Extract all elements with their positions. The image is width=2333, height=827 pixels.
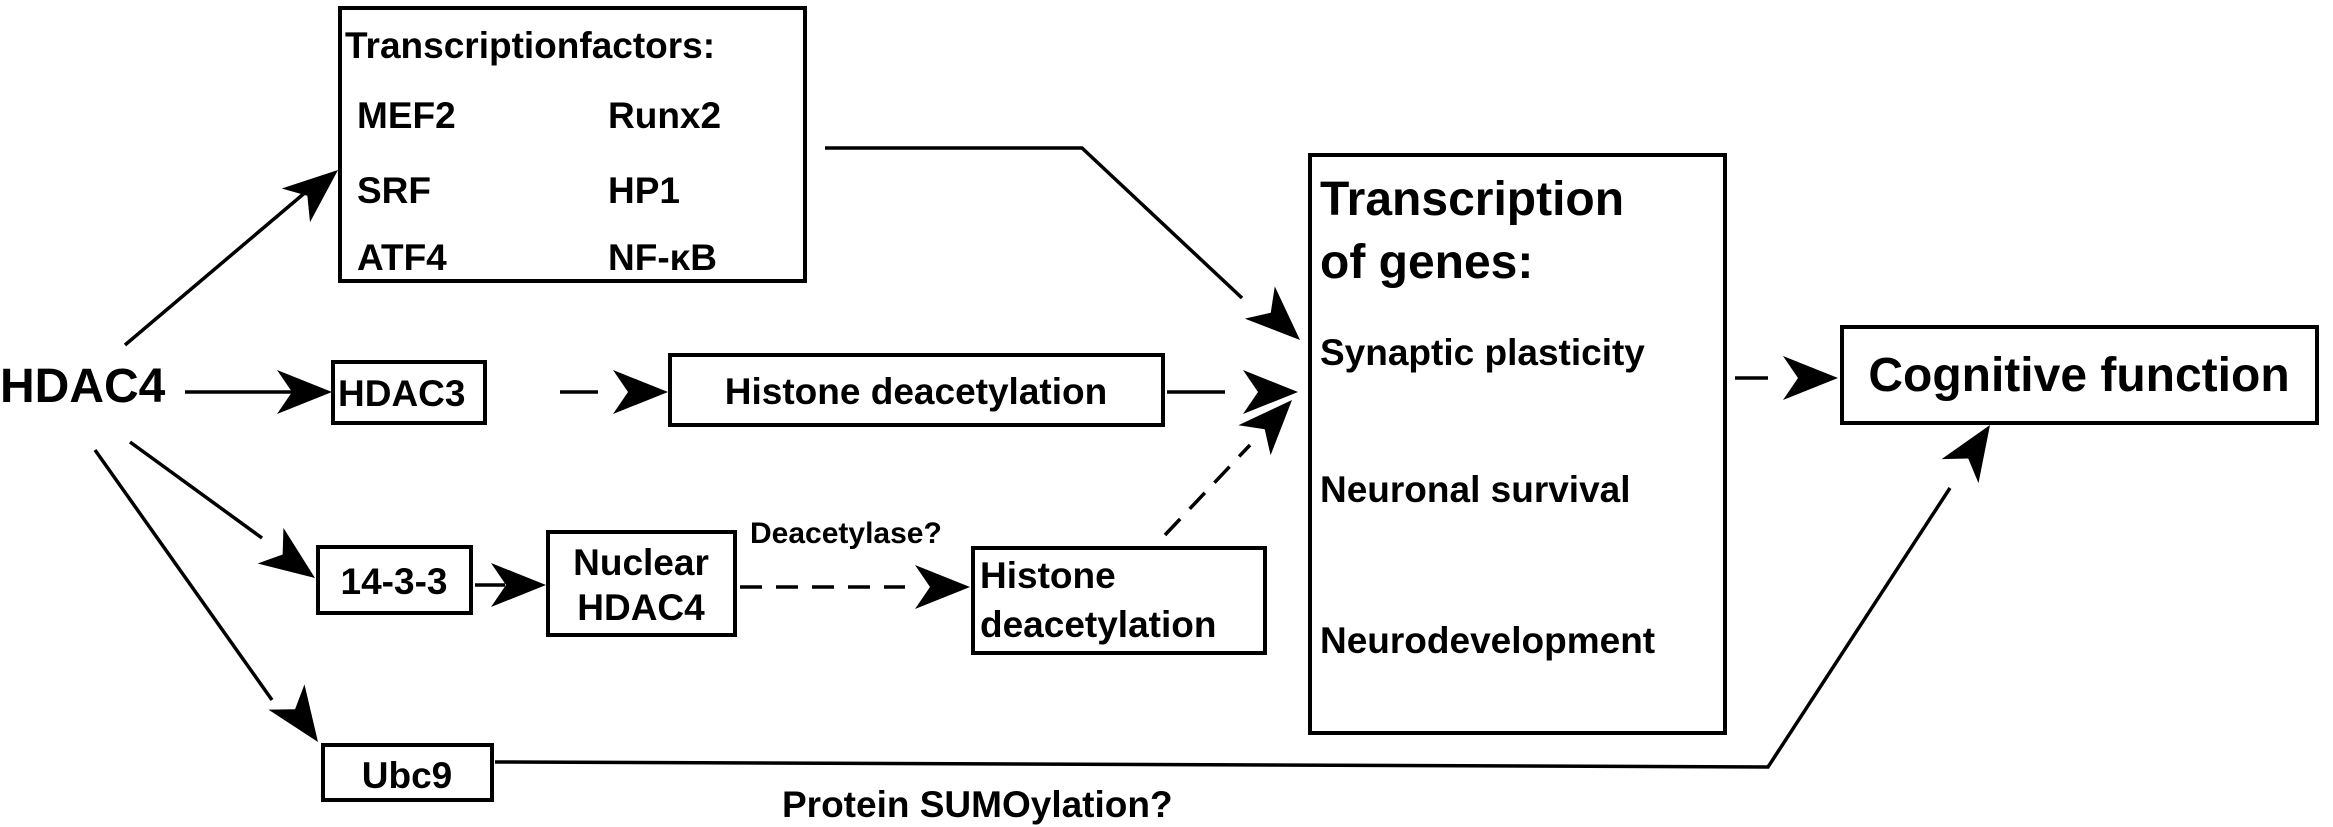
histone-deacetylation-box	[668, 353, 1165, 427]
arrowhead-ubc9	[268, 684, 318, 742]
cognitive-function-box	[1840, 325, 2319, 425]
arrowhead-cognitive	[1783, 356, 1838, 400]
cognitive-function-label: Cognitive function	[1868, 349, 2289, 402]
tf-item-nfkb: NF-κB	[608, 237, 717, 278]
transcription-factors-box	[338, 6, 807, 283]
genes-title-line1: Transcription	[1320, 173, 1624, 226]
ubc9-box	[321, 743, 494, 802]
edge-hdac4-to-1433	[128, 440, 264, 540]
tf-item-mef2: MEF2	[357, 95, 456, 136]
edge-hdac4-to-ubc9	[93, 448, 274, 702]
genes-item-synaptic: Synaptic plasticity	[1320, 332, 1645, 373]
genes-item-neuronal: Neuronal survival	[1320, 469, 1631, 510]
arrowhead-1433	[257, 527, 315, 578]
tf-item-runx2: Runx2	[608, 95, 721, 136]
histone2-label-line2: deacetylation	[980, 604, 1216, 645]
arrowhead-tf	[281, 170, 338, 223]
genes-title-line2: of genes:	[1320, 236, 1533, 289]
tf-item-atf4: ATF4	[357, 237, 447, 278]
edge-hdac4-to-tf	[123, 178, 322, 347]
histone2-label-line1: Histone	[980, 555, 1116, 596]
histone-deacetylation-2-box	[971, 546, 1267, 655]
deacetylase-label: Deacetylase?	[750, 517, 942, 550]
arrowhead-hdac3	[277, 370, 332, 414]
p1433-box	[316, 545, 473, 615]
arrowheads	[257, 170, 1990, 742]
nuclear-label-line2: HDAC4	[577, 587, 705, 628]
tf-item-srf: SRF	[357, 170, 431, 211]
hdac4-label: HDAC4	[0, 360, 166, 413]
arrowhead-ubc9-to-cognitive	[1941, 425, 1990, 484]
tf-title: Transcriptionfactors:	[345, 25, 715, 66]
hdac3-label: HDAC3	[338, 373, 465, 414]
nuclear-label-line1: Nuclear	[573, 542, 709, 583]
ubc9-label: Ubc9	[362, 755, 452, 796]
sumoylation-label: Protein SUMOylation?	[782, 784, 1173, 825]
arrowhead-nuclear	[491, 563, 546, 607]
histone-deacetylation-label: Histone deacetylation	[725, 371, 1107, 412]
genes-item-neurodevelopment: Neurodevelopment	[1320, 620, 1655, 661]
transcription-of-genes-box	[1308, 153, 1727, 735]
arrowhead-tf-to-genes	[1244, 286, 1300, 340]
arrowhead-histone2-to-genes	[1238, 400, 1292, 456]
arrowhead-histone-to-genes	[1243, 370, 1298, 414]
hdac3-box	[331, 360, 487, 425]
edge-ubc9-to-cognitive	[494, 487, 1952, 769]
arrowhead-histone	[613, 370, 668, 414]
edge-tf-to-genes	[825, 146, 1244, 300]
tf-item-hp1: HP1	[608, 170, 680, 211]
edge-histone2-to-genes-dashed	[1163, 443, 1252, 537]
nuclear-hdac4-box	[546, 530, 737, 637]
p1433-label: 14-3-3	[341, 561, 448, 602]
arrowhead-histone2	[915, 565, 970, 609]
